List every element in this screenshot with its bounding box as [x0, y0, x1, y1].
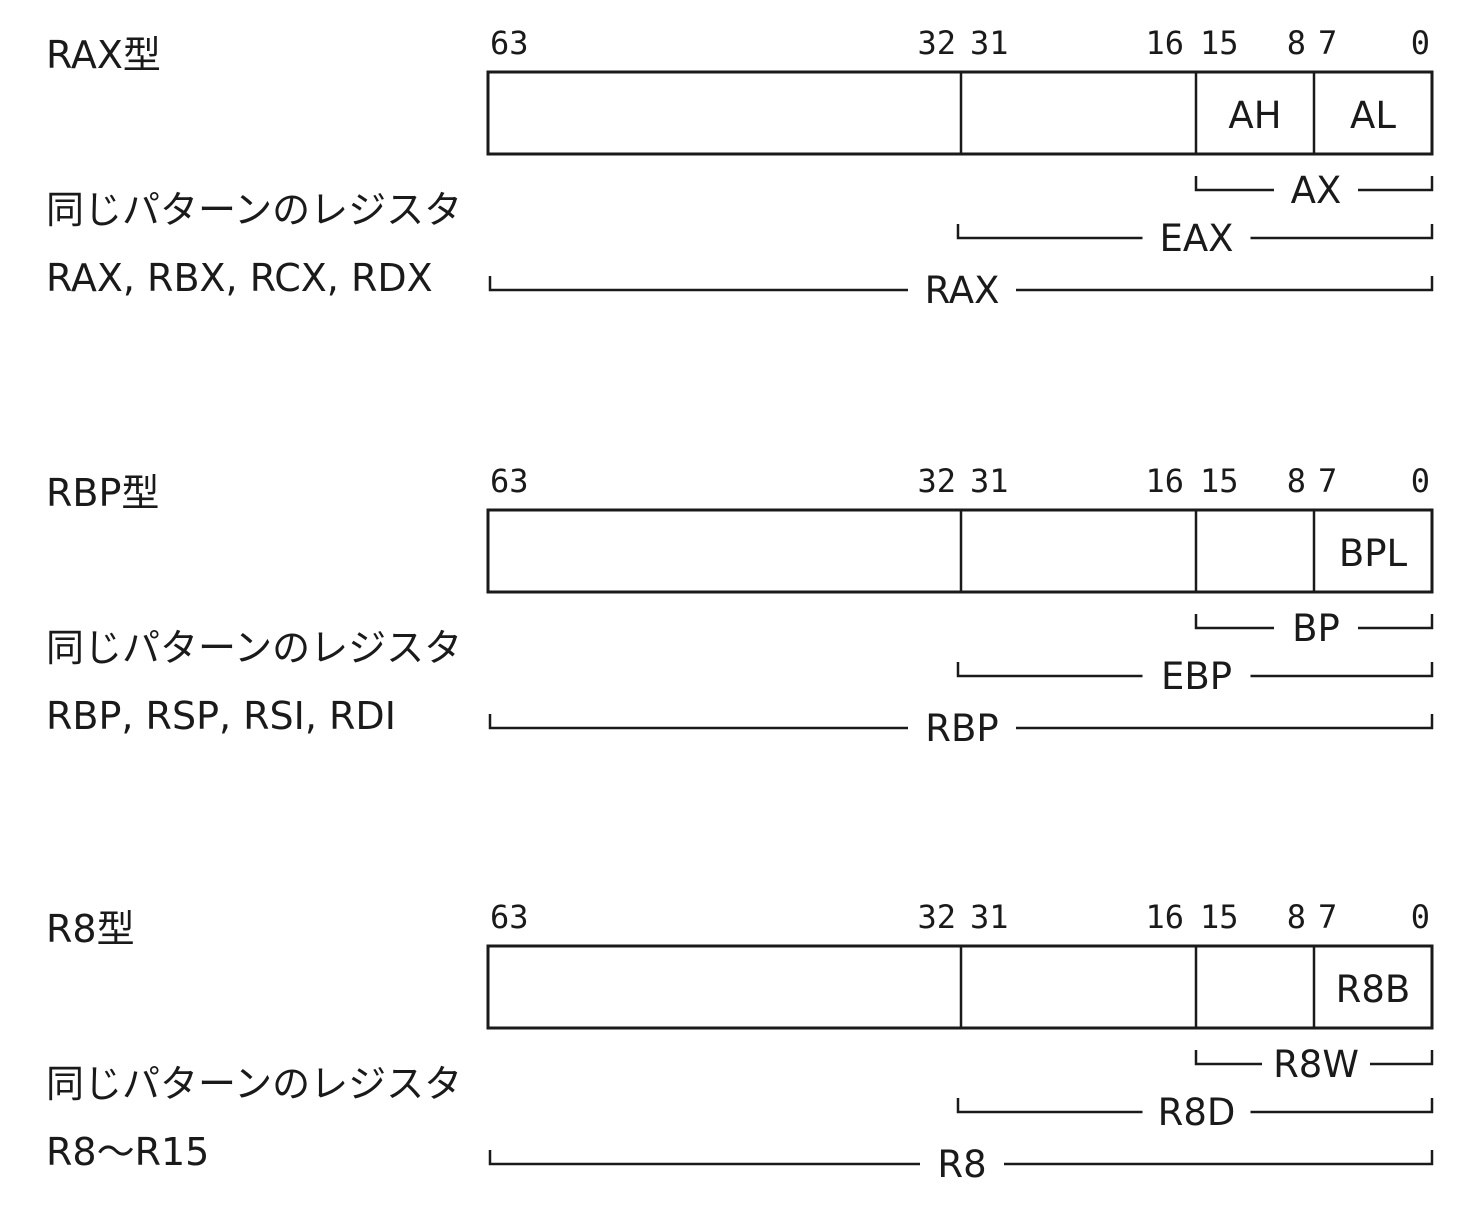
- bit-label: 8: [1287, 462, 1306, 500]
- span-bits-0-63-bracket-right: [1016, 276, 1434, 292]
- cell-label-bits-0-7: R8B: [1336, 968, 1411, 1011]
- bit-label: 0: [1411, 24, 1430, 62]
- span-bits-0-63-bracket-right: [1016, 714, 1434, 730]
- bit-label: 63: [490, 462, 529, 500]
- span-bits-0-15-bracket-right: [1370, 1050, 1434, 1066]
- bit-label: 7: [1318, 898, 1337, 936]
- register-list: RAX, RBX, RCX, RDX: [46, 256, 433, 300]
- span-bits-0-31-bracket-left: [956, 1098, 1143, 1114]
- bit-label: 31: [970, 462, 1009, 500]
- bit-label: 31: [970, 898, 1009, 936]
- span-bits-0-15-bracket-left: [1194, 176, 1274, 192]
- span-bits-0-15-bracket-left: [1194, 614, 1274, 630]
- bit-label: 32: [917, 462, 956, 500]
- cell-label-bits-0-7: AL: [1350, 94, 1396, 137]
- same-pattern-label: 同じパターンのレジスタ: [46, 626, 462, 670]
- span-bits-0-31-bracket-left: [956, 662, 1143, 678]
- span-bits-0-63-bracket-left: [488, 1150, 920, 1166]
- span-bits-0-15-bracket-right: [1358, 176, 1434, 192]
- register-list: R8～R15: [46, 1130, 209, 1174]
- span-bits-0-63-label: RAX: [925, 269, 1000, 312]
- span-bits-0-63-label: R8: [937, 1143, 986, 1186]
- span-bits-0-15-label: BP: [1292, 607, 1340, 650]
- span-bits-0-63-label: RBP: [925, 707, 998, 750]
- panel-title: RBP型: [46, 471, 159, 515]
- span-bits-0-63-bracket-left: [488, 276, 908, 292]
- span-bits-0-31-bracket-left: [956, 224, 1143, 240]
- bit-label: 16: [1145, 24, 1184, 62]
- bit-label: 63: [490, 24, 529, 62]
- cell-label-bits-8-15: AH: [1228, 94, 1281, 137]
- panel-title: R8型: [46, 907, 135, 951]
- span-bits-0-31-label: R8D: [1158, 1091, 1236, 1134]
- bit-label: 8: [1287, 24, 1306, 62]
- bit-label: 32: [917, 898, 956, 936]
- span-bits-0-15-label: R8W: [1273, 1043, 1359, 1086]
- bit-label: 63: [490, 898, 529, 936]
- bit-label: 15: [1200, 462, 1239, 500]
- span-bits-0-31-bracket-right: [1250, 224, 1434, 240]
- panel-title: RAX型: [46, 33, 161, 77]
- register-list: RBP, RSP, RSI, RDI: [46, 694, 396, 738]
- cell-label-bits-0-7: BPL: [1339, 532, 1408, 575]
- span-bits-0-15-bracket-left: [1194, 1050, 1262, 1066]
- span-bits-0-31-label: EBP: [1161, 655, 1232, 698]
- bit-label: 16: [1145, 462, 1184, 500]
- bit-label: 7: [1318, 462, 1337, 500]
- bit-label: 0: [1411, 462, 1430, 500]
- bit-label: 15: [1200, 24, 1239, 62]
- span-bits-0-63-bracket-left: [488, 714, 908, 730]
- bit-label: 8: [1287, 898, 1306, 936]
- bit-label: 31: [970, 24, 1009, 62]
- span-bits-0-31-label: EAX: [1159, 217, 1233, 260]
- bit-label: 32: [917, 24, 956, 62]
- span-bits-0-31-bracket-right: [1250, 1098, 1434, 1114]
- same-pattern-label: 同じパターンのレジスタ: [46, 188, 462, 232]
- bit-label: 15: [1200, 898, 1239, 936]
- span-bits-0-15-label: AX: [1291, 169, 1342, 212]
- same-pattern-label: 同じパターンのレジスタ: [46, 1062, 462, 1106]
- bit-label: 16: [1145, 898, 1184, 936]
- span-bits-0-15-bracket-right: [1358, 614, 1434, 630]
- span-bits-0-63-bracket-right: [1004, 1150, 1434, 1166]
- bit-label: 0: [1411, 898, 1430, 936]
- bit-label: 7: [1318, 24, 1337, 62]
- span-bits-0-31-bracket-right: [1250, 662, 1434, 678]
